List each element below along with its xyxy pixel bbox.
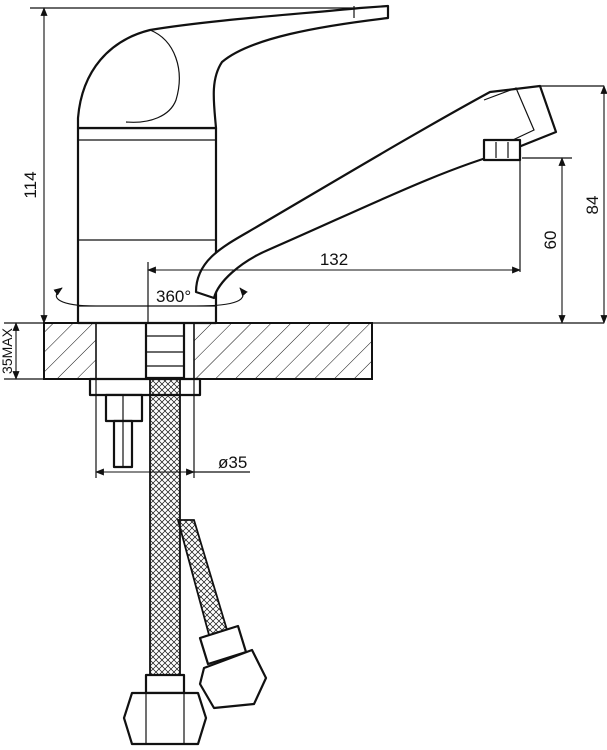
mounting-nut xyxy=(88,377,202,469)
dimension-height-total-label: 114 xyxy=(21,171,40,198)
spout xyxy=(194,84,558,300)
dimension-outlet-height-label: 60 xyxy=(541,231,560,250)
lever-handle xyxy=(76,4,390,130)
hose-connector xyxy=(144,320,186,380)
dimension-counter-thickness: 35MAX xyxy=(0,322,44,380)
dimension-height-total: 114 xyxy=(21,7,360,324)
supply-hose-left xyxy=(122,329,208,746)
rotation-label: 360° xyxy=(156,287,191,306)
dimension-spout-reach: 132 xyxy=(147,158,521,322)
dimension-outlet-height: 60 xyxy=(522,157,572,324)
countertop-section xyxy=(43,322,373,380)
dimension-counter-thickness-label: 35MAX xyxy=(0,327,15,374)
dimension-base-diameter-label: ø35 xyxy=(218,453,247,472)
rotation-indicator: 360° xyxy=(53,287,248,307)
dimension-spout-reach-label: 132 xyxy=(320,250,348,269)
supply-hose-right xyxy=(176,519,268,710)
faucet-body xyxy=(76,126,218,325)
dimension-spout-height-label: 84 xyxy=(583,196,602,215)
dimension-base-diameter: ø35 xyxy=(95,379,250,478)
